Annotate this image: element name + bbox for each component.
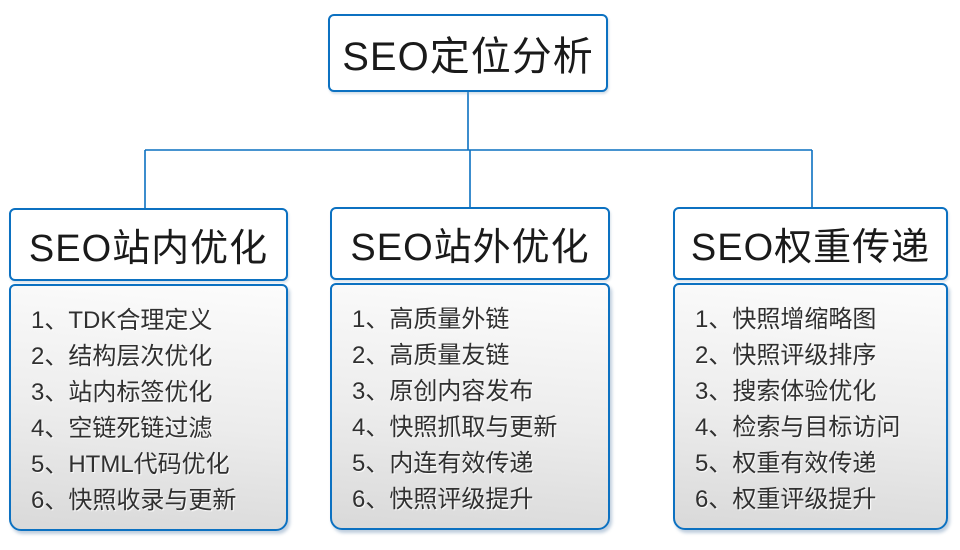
column-onsite-title: SEO站内优化	[28, 228, 269, 270]
root-node-title: SEO定位分析	[342, 35, 594, 79]
column-weight-list: 1、快照增缩略图 2、快照评级排序 3、搜索体验优化 4、检索与目标访问 5、权…	[673, 283, 948, 530]
list-item: 1、TDK合理定义	[31, 307, 213, 334]
list-item: 5、权重有效传递	[695, 450, 877, 477]
list-item: 5、内连有效传递	[352, 450, 534, 477]
column-offsite-list: 1、高质量外链 2、高质量友链 3、原创内容发布 4、快照抓取与更新 5、内连有…	[330, 283, 610, 530]
column-onsite-header: SEO站内优化	[9, 208, 288, 281]
column-weight-title: SEO权重传递	[690, 227, 931, 269]
list-item: 4、空链死链过滤	[31, 415, 213, 442]
column-onsite-list: 1、TDK合理定义 2、结构层次优化 3、站内标签优化 4、空链死链过滤 5、H…	[9, 284, 288, 531]
list-item: 4、快照抓取与更新	[352, 414, 558, 441]
list-item: 3、搜索体验优化	[695, 378, 877, 405]
column-offsite-header: SEO站外优化	[330, 207, 610, 280]
list-item: 3、站内标签优化	[31, 379, 213, 406]
column-weight-transfer: SEO权重传递 1、快照增缩略图 2、快照评级排序 3、搜索体验优化 4、检索与…	[673, 207, 948, 530]
list-item: 5、HTML代码优化	[31, 451, 230, 478]
list-item: 6、快照评级提升	[352, 486, 534, 513]
column-onsite-optimization: SEO站内优化 1、TDK合理定义 2、结构层次优化 3、站内标签优化 4、空链…	[9, 208, 288, 531]
list-item: 3、原创内容发布	[352, 378, 534, 405]
column-offsite-title: SEO站外优化	[350, 227, 590, 269]
list-item: 6、快照收录与更新	[31, 487, 237, 514]
list-item: 2、结构层次优化	[31, 343, 213, 370]
column-offsite-optimization: SEO站外优化 1、高质量外链 2、高质量友链 3、原创内容发布 4、快照抓取与…	[330, 207, 610, 530]
list-item: 4、检索与目标访问	[695, 414, 901, 441]
column-weight-header: SEO权重传递	[673, 207, 948, 280]
list-item: 1、快照增缩略图	[695, 306, 877, 333]
root-node: SEO定位分析	[328, 14, 608, 92]
list-item: 2、快照评级排序	[695, 342, 877, 369]
list-item: 1、高质量外链	[352, 306, 510, 333]
tree-connector-path	[144, 92, 813, 208]
list-item: 6、权重评级提升	[695, 486, 877, 513]
list-item: 2、高质量友链	[352, 342, 510, 369]
